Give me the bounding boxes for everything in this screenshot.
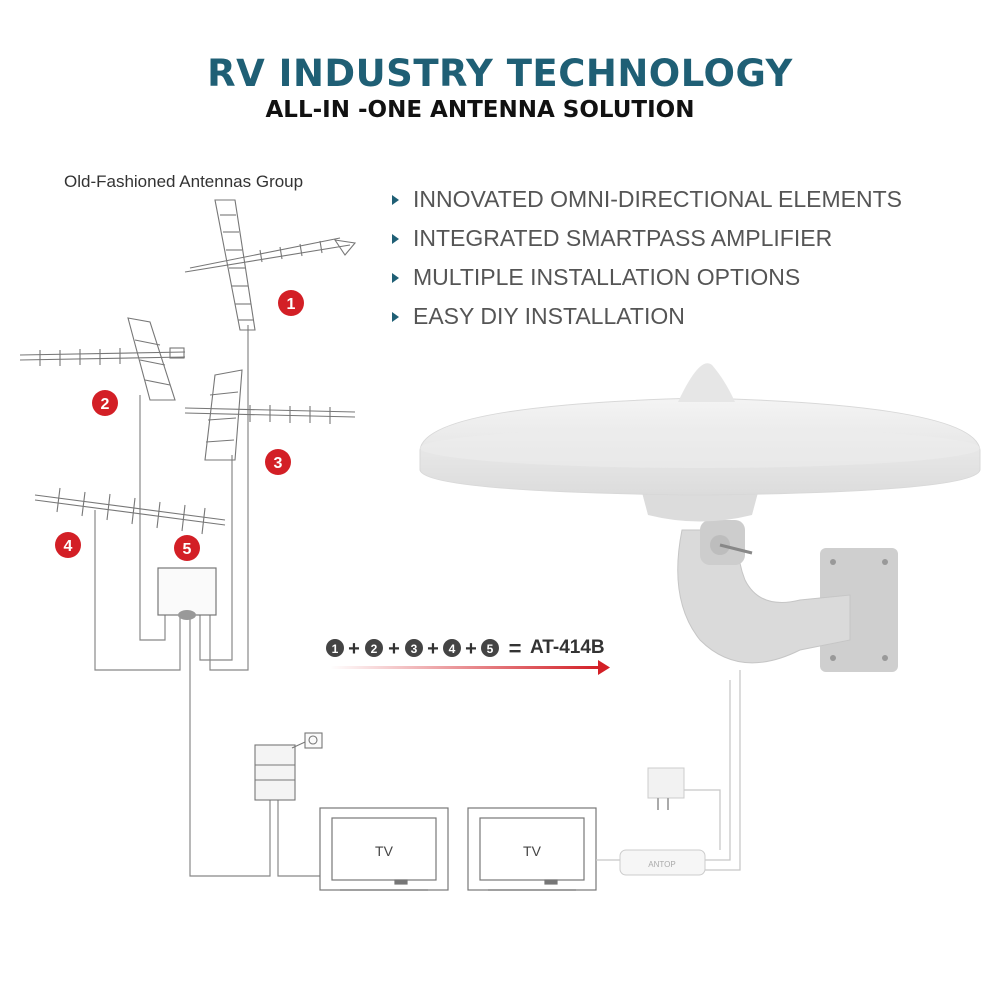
plus-sign: + bbox=[427, 638, 439, 660]
new-antenna-cables bbox=[596, 670, 741, 871]
antenna-2-icon bbox=[19, 317, 186, 401]
equation-term-5: 5 bbox=[481, 639, 499, 657]
plus-sign: + bbox=[465, 638, 477, 660]
equation-term-1-label: 1 bbox=[332, 642, 339, 656]
feature-text: INTEGRATED SMARTPASS AMPLIFIER bbox=[413, 225, 833, 251]
smartpass-amplifier-icon: ANTOP bbox=[619, 849, 706, 876]
equation-result: AT-414B bbox=[530, 637, 605, 658]
page-subtitle: ALL-IN -ONE ANTENNA SOLUTION bbox=[265, 97, 695, 123]
at414b-antenna-icon bbox=[419, 363, 981, 522]
plus-sign: + bbox=[388, 638, 400, 660]
equals-sign: = bbox=[509, 636, 522, 661]
feature-item: EASY DIY INSTALLATION bbox=[392, 303, 902, 342]
combiner-box-icon bbox=[157, 567, 217, 620]
feature-text: INNOVATED OMNI-DIRECTIONAL ELEMENTS bbox=[413, 186, 903, 212]
bullet-triangle-icon bbox=[392, 195, 399, 205]
equation-term-5-label: 5 bbox=[487, 642, 494, 656]
marker-4: 4 bbox=[55, 532, 81, 558]
marker-1-label: 1 bbox=[287, 296, 296, 313]
antenna-cables bbox=[94, 325, 320, 877]
bullet-triangle-icon bbox=[392, 273, 399, 283]
equation-term-2: 2 bbox=[365, 639, 383, 657]
marker-3-label: 3 bbox=[274, 455, 283, 472]
antenna-4-icon bbox=[34, 487, 226, 535]
marker-3: 3 bbox=[265, 449, 291, 475]
antenna-3-icon bbox=[184, 369, 356, 461]
feature-list: INNOVATED OMNI-DIRECTIONAL ELEMENTS INTE… bbox=[392, 186, 902, 342]
wall-mount-icon bbox=[677, 520, 898, 672]
marker-2-label: 2 bbox=[101, 396, 110, 413]
equation-term-1: 1 bbox=[326, 639, 344, 657]
marker-1: 1 bbox=[278, 290, 304, 316]
power-adapter-icon bbox=[647, 767, 685, 810]
tv-1-icon: TV bbox=[319, 807, 449, 891]
page-title: RV INDUSTRY TECHNOLOGY bbox=[207, 52, 793, 95]
feature-item: INTEGRATED SMARTPASS AMPLIFIER bbox=[392, 225, 902, 264]
amplifier-brand: ANTOP bbox=[648, 860, 675, 869]
red-arrow-shaft bbox=[330, 666, 600, 669]
equation-term-2-label: 2 bbox=[371, 642, 378, 656]
tv-1-label: TV bbox=[375, 843, 394, 859]
equation-term-3-label: 3 bbox=[411, 642, 418, 656]
bullet-triangle-icon bbox=[392, 234, 399, 244]
feature-item: INNOVATED OMNI-DIRECTIONAL ELEMENTS bbox=[392, 186, 902, 225]
plus-sign: + bbox=[348, 638, 360, 660]
marker-5-label: 5 bbox=[183, 541, 192, 558]
old-antennas-label: Old-Fashioned Antennas Group bbox=[64, 172, 304, 191]
marker-5: 5 bbox=[174, 535, 200, 561]
equation: 1 + 2 + 3 + 4 + 5 = bbox=[326, 636, 610, 675]
bullet-triangle-icon bbox=[392, 312, 399, 322]
amplifier-icon bbox=[254, 732, 323, 801]
feature-text: MULTIPLE INSTALLATION OPTIONS bbox=[413, 264, 801, 290]
tv-2-icon: TV bbox=[467, 807, 597, 891]
feature-text: EASY DIY INSTALLATION bbox=[413, 303, 685, 329]
antenna-1-icon bbox=[184, 199, 357, 331]
tv-2-label: TV bbox=[523, 843, 542, 859]
feature-item: MULTIPLE INSTALLATION OPTIONS bbox=[392, 264, 902, 303]
red-arrow-head-icon bbox=[598, 660, 610, 675]
marker-2: 2 bbox=[92, 390, 118, 416]
equation-term-3: 3 bbox=[405, 639, 423, 657]
equation-term-4-label: 4 bbox=[449, 642, 456, 656]
marker-4-label: 4 bbox=[64, 538, 73, 555]
equation-term-4: 4 bbox=[443, 639, 461, 657]
